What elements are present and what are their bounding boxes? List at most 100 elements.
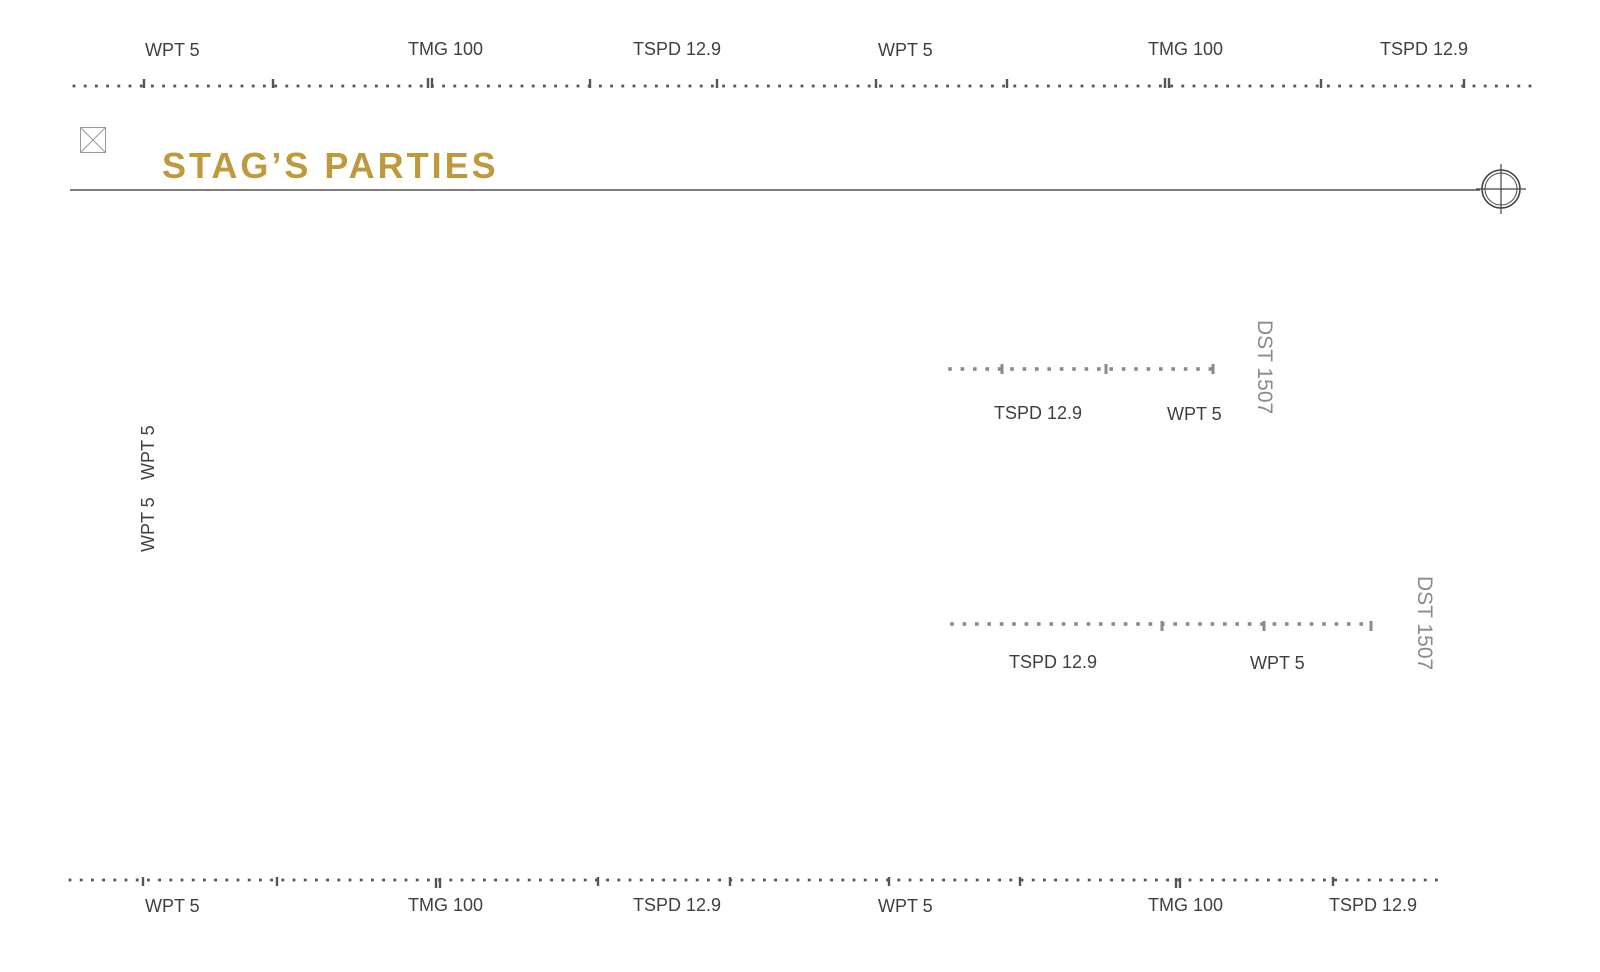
top-ruler-dot bbox=[1360, 84, 1364, 88]
top-ruler-dot bbox=[789, 84, 793, 88]
mid-ruler-2-dot bbox=[1347, 622, 1351, 626]
top-ruler-dot bbox=[599, 84, 602, 88]
top-ruler-dot bbox=[935, 84, 938, 88]
mid-ruler-2-dot bbox=[1173, 622, 1177, 626]
top-ruler-dot bbox=[207, 84, 210, 88]
bottom-ruler-dot bbox=[863, 878, 867, 882]
bottom-ruler-dot bbox=[919, 878, 923, 882]
top-ruler-double-tick bbox=[1167, 78, 1171, 88]
mid-ruler-1-tick bbox=[1104, 364, 1108, 374]
bottom-ruler-dot bbox=[807, 878, 811, 882]
top-ruler-dot bbox=[117, 84, 121, 88]
bottom-ruler-dot bbox=[214, 878, 217, 882]
top-ruler-dot bbox=[464, 84, 468, 88]
mid-ruler-1-dot bbox=[1171, 367, 1175, 371]
mid-ruler-1-tick bbox=[1211, 364, 1215, 374]
mid-ruler-2-dot bbox=[950, 622, 954, 626]
bottom-ruler-dot bbox=[1255, 878, 1259, 882]
top-ruler-dot bbox=[621, 84, 625, 88]
bottom-ruler-dot bbox=[180, 878, 184, 882]
bottom-ruler-tick bbox=[1331, 877, 1335, 886]
top-ruler-label: TSPD 12.9 bbox=[633, 39, 722, 59]
top-ruler-dot bbox=[128, 84, 132, 88]
bottom-ruler-dot bbox=[583, 878, 587, 882]
mid-ruler-2-tick bbox=[1369, 621, 1373, 631]
top-ruler-double-tick bbox=[426, 78, 430, 88]
top-ruler-dot bbox=[699, 84, 703, 88]
mid-ruler-2-dot bbox=[1334, 622, 1339, 626]
top-ruler-dot bbox=[453, 84, 457, 88]
mid-ruler-1-dot bbox=[1035, 367, 1039, 371]
bottom-ruler-double-tick bbox=[1178, 878, 1182, 888]
mid-ruler-1-dot bbox=[1010, 367, 1014, 371]
bottom-ruler-dot bbox=[617, 878, 621, 882]
top-ruler-dot bbox=[923, 84, 927, 88]
top-ruler-dot bbox=[363, 84, 367, 88]
top-ruler-dot bbox=[1528, 84, 1532, 88]
top-ruler-dot bbox=[968, 84, 972, 88]
top-ruler-dot bbox=[643, 84, 647, 88]
top-ruler-dot bbox=[1349, 84, 1353, 88]
bottom-ruler-dot bbox=[1334, 878, 1337, 882]
bottom-ruler-dot bbox=[785, 878, 789, 882]
top-ruler-dot bbox=[1237, 84, 1241, 88]
top-ruler-dot bbox=[1047, 84, 1050, 88]
bottom-ruler-dot bbox=[1311, 878, 1315, 882]
top-ruler-dot bbox=[1181, 84, 1185, 88]
mid-ruler-1-dot bbox=[948, 367, 952, 371]
bottom-ruler-dot bbox=[1099, 878, 1102, 882]
top-ruler-dot bbox=[319, 84, 322, 88]
top-ruler-dot bbox=[1472, 84, 1476, 88]
top-ruler-dot bbox=[1125, 84, 1129, 88]
bottom-ruler-dot bbox=[1278, 878, 1281, 882]
bottom-ruler-dot bbox=[158, 878, 161, 882]
bottom-ruler-dot bbox=[695, 878, 699, 882]
top-ruler-dot bbox=[1069, 84, 1073, 88]
crosshair-target-icon[interactable] bbox=[1476, 164, 1526, 214]
mid-ruler-2-dot bbox=[1024, 622, 1029, 626]
top-ruler-dot bbox=[1483, 84, 1487, 88]
top-ruler-tick bbox=[1462, 79, 1466, 88]
top-ruler-dot bbox=[408, 84, 412, 88]
mid-ruler-2-dot bbox=[1185, 622, 1190, 626]
top-ruler-dot bbox=[1259, 84, 1263, 88]
bottom-ruler-dot bbox=[1065, 878, 1069, 882]
top-ruler-dot bbox=[1103, 84, 1106, 88]
top-ruler-dot bbox=[509, 84, 513, 88]
bottom-ruler-dot bbox=[841, 878, 845, 882]
top-ruler-dot bbox=[1495, 84, 1498, 88]
mid-ruler-1-dot bbox=[1109, 367, 1113, 371]
bottom-ruler-dot bbox=[852, 878, 856, 882]
top-ruler-dot bbox=[419, 84, 423, 88]
top-ruler-dot bbox=[285, 84, 289, 88]
bottom-ruler-dot bbox=[606, 878, 609, 882]
top-ruler-dot bbox=[173, 84, 177, 88]
top-ruler-dot bbox=[867, 84, 871, 88]
bottom-ruler-dot bbox=[1043, 878, 1046, 882]
top-ruler-dot bbox=[1147, 84, 1151, 88]
bottom-ruler-dot bbox=[1345, 878, 1349, 882]
mid-ruler-1-dot bbox=[1159, 367, 1163, 371]
mid-ruler-1-dot bbox=[973, 367, 977, 371]
bottom-ruler-dot bbox=[998, 878, 1001, 882]
bottom-ruler-dot bbox=[707, 878, 710, 882]
top-ruler-dot bbox=[184, 84, 188, 88]
bottom-ruler-dot bbox=[303, 878, 307, 882]
bottom-ruler-dot bbox=[135, 878, 139, 882]
bottom-ruler-dot bbox=[292, 878, 296, 882]
top-ruler-dot bbox=[957, 84, 961, 88]
top-ruler-dot bbox=[498, 84, 501, 88]
bottom-ruler-dot bbox=[247, 878, 251, 882]
top-ruler-dot bbox=[834, 84, 837, 88]
close-box-icon[interactable] bbox=[80, 127, 106, 153]
bottom-ruler-dot bbox=[1031, 878, 1035, 882]
bottom-ruler-dot bbox=[987, 878, 990, 882]
mid-ruler-1-dot bbox=[1121, 367, 1126, 371]
bottom-ruler-dot bbox=[449, 878, 453, 882]
top-ruler-dot bbox=[1282, 84, 1285, 88]
bottom-ruler-dot bbox=[886, 878, 889, 882]
top-ruler-dot bbox=[800, 84, 804, 88]
top-ruler-dot bbox=[755, 84, 759, 88]
mid-ruler-2-dot bbox=[1309, 622, 1314, 626]
